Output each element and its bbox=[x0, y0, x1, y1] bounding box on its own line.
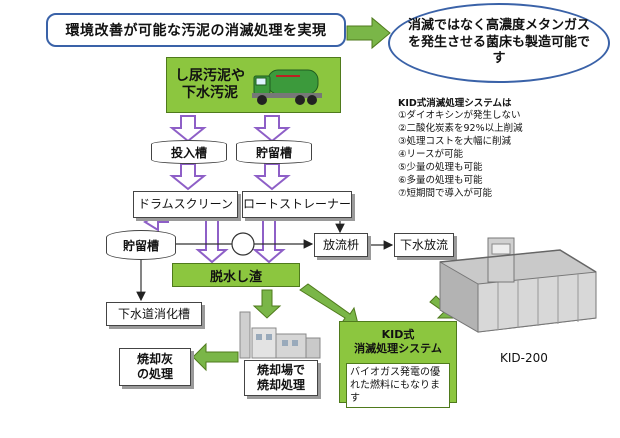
arrow-incinerator-to-ash bbox=[192, 342, 239, 372]
drum-screen-label: ドラムスクリーン bbox=[137, 197, 234, 211]
header-arrow bbox=[346, 16, 391, 50]
storage-tank-top: 貯留槽 bbox=[236, 140, 312, 164]
discharge-pit-box: 放流枡 bbox=[314, 233, 368, 257]
callout-ellipse: 消滅ではなく高濃度メタンガスを発生させる菌床も製造可能です bbox=[388, 3, 610, 83]
sewer-digestion-label: 下水道消化槽 bbox=[117, 306, 190, 321]
kid-system-box: KID式 消滅処理システム バイオガス発電の優れた燃料にもなります bbox=[339, 321, 457, 408]
arrow-drum-to-residue bbox=[195, 219, 229, 264]
arrow-storage-to-strainer bbox=[253, 163, 291, 191]
callout-text: 消滅ではなく高濃度メタンガスを発生させる菌床も製造可能です bbox=[408, 17, 591, 67]
arrow-input-to-drum bbox=[169, 163, 207, 191]
ash-treatment-label: 焼却灰 の処理 bbox=[136, 352, 173, 381]
storage-tank-left-label: 貯留槽 bbox=[122, 238, 159, 253]
dewatered-residue-label: 脱水し渣 bbox=[209, 269, 262, 285]
ash-treatment-box: 焼却灰 の処理 bbox=[119, 348, 191, 386]
machine-icon bbox=[439, 237, 597, 333]
kid-system-note-box: バイオガス発電の優れた燃料にもなります bbox=[346, 362, 450, 408]
input-tank-label: 投入槽 bbox=[170, 145, 207, 160]
arrow-residue-to-system bbox=[299, 283, 359, 325]
dewatered-residue-box: 脱水し渣 bbox=[172, 263, 300, 287]
feature-item-6: ⑥多量の処理も可能 bbox=[398, 175, 483, 186]
feature-item-1: ①ダイオキシンが発生しない bbox=[398, 110, 521, 121]
arrow-source-to-storage bbox=[253, 115, 291, 143]
drum-screen-box: ドラムスクリーン bbox=[133, 191, 238, 218]
rotary-strainer-box: ロートストレーナー bbox=[242, 191, 352, 218]
storage-tank-top-label: 貯留槽 bbox=[255, 145, 292, 160]
feature-item-4: ④リースが可能 bbox=[398, 149, 464, 160]
feature-item-3: ③処理コストを大幅に削減 bbox=[398, 136, 512, 147]
kid-system-note: バイオガス発電の優れた燃料にもなります bbox=[350, 366, 440, 404]
sewer-discharge-box: 下水放流 bbox=[394, 233, 454, 257]
arrow-drum-to-left-tank bbox=[143, 212, 169, 232]
tanker-truck-icon bbox=[252, 69, 322, 105]
arrow-strainer-to-residue bbox=[252, 219, 286, 264]
storage-tank-left: 貯留槽 bbox=[106, 230, 176, 260]
features-title: KID式消滅処理システムは bbox=[398, 98, 512, 109]
features-list: KID式消滅処理システムは ①ダイオキシンが発生しない ②二酸化炭素を92%以上… bbox=[398, 95, 598, 200]
incineration-label: 焼却場で 焼却処理 bbox=[256, 363, 305, 392]
rotary-strainer-label: ロートストレーナー bbox=[243, 197, 352, 211]
header-title-box: 環境改善が可能な汚泥の消滅処理を実現 bbox=[46, 13, 346, 47]
pump-circle bbox=[231, 232, 255, 256]
feature-item-2: ②二酸化炭素を92%以上削減 bbox=[398, 123, 523, 134]
sludge-source-label: し尿汚泥や 下水汚泥 bbox=[175, 68, 245, 101]
kid-system-title: KID式 消滅処理システム bbox=[354, 328, 442, 356]
incineration-box: 焼却場で 焼却処理 bbox=[244, 360, 318, 396]
arrow-residue-to-incinerator bbox=[252, 289, 282, 319]
arrow-source-to-input bbox=[169, 115, 207, 143]
input-tank: 投入槽 bbox=[151, 140, 227, 164]
factory-icon bbox=[239, 311, 321, 359]
kid200-model-label: KID-200 bbox=[500, 351, 548, 365]
feature-item-5: ⑤少量の処理も可能 bbox=[398, 162, 483, 173]
feature-item-7: ⑦短期間で導入が可能 bbox=[398, 188, 493, 199]
discharge-pit-label: 放流枡 bbox=[322, 237, 359, 252]
header-title: 環境改善が可能な汚泥の消滅処理を実現 bbox=[65, 23, 327, 39]
sewer-digestion-box: 下水道消化槽 bbox=[106, 302, 202, 326]
sewer-discharge-label: 下水放流 bbox=[399, 237, 448, 252]
